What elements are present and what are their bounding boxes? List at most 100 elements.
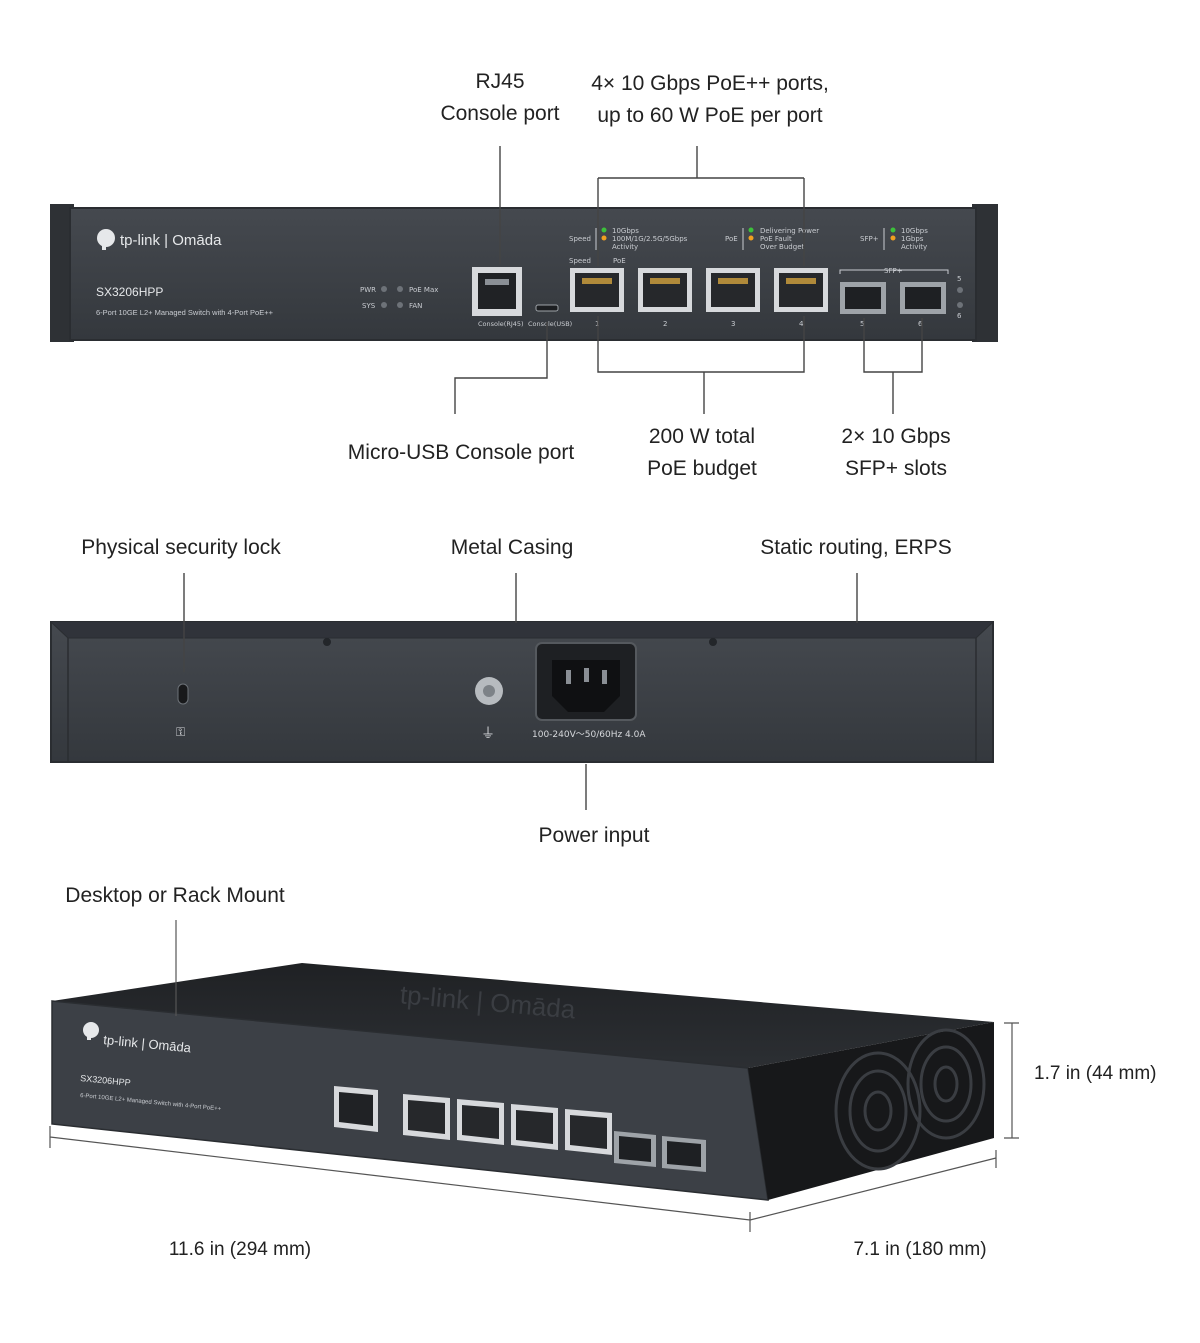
dimension-depth: 7.1 in (180 mm) [853, 1239, 987, 1260]
callout-static-routing: Static routing, ERPS [760, 536, 952, 559]
rear-screw-left [323, 638, 331, 646]
callout-power-input: Power input [538, 824, 650, 847]
poe-led-orange [748, 235, 754, 241]
port-number-1: 1 [595, 320, 599, 328]
sfp-side-number-5: 5 [957, 275, 961, 283]
poe-port-2-3d [457, 1099, 504, 1145]
poe-port-1-3d [403, 1094, 450, 1140]
sfp-led-5 [957, 287, 963, 293]
front-model-3d: SX3206HPP [80, 1073, 131, 1088]
led-pwr [381, 286, 387, 292]
ground-screw-icon [475, 677, 503, 705]
console-usb-label: Console(USB) [528, 320, 572, 328]
rear-callout-lines [183, 573, 858, 810]
dimension-width: 11.6 in (294 mm) [168, 1239, 312, 1260]
front-brand: tp-link | Omāda [120, 232, 222, 249]
port-number-5: 5 [860, 320, 864, 328]
sfp-group-label: SFP+ [884, 267, 903, 275]
callout-poe-budget: 200 W total PoE budget [612, 421, 792, 485]
console-usb-port [535, 304, 559, 312]
dimension-height: 1.7 in (44 mm) [1034, 1063, 1157, 1084]
sfp-slot-6 [900, 282, 946, 314]
led-poe-max [397, 286, 403, 292]
callout-poe-ports-line1: 4× 10 Gbps PoE++ ports, [591, 72, 829, 95]
port-number-2: 2 [663, 320, 667, 328]
switch-top-surface [52, 963, 994, 1068]
callout-sfp-slots: 2× 10 Gbps SFP+ slots [806, 421, 986, 485]
poe-legend-title: PoE [725, 235, 738, 243]
speed-legend-title: Speed [569, 235, 591, 243]
ground-symbol-icon: ⏚ [481, 726, 495, 742]
power-rating: 100-240V～50/60Hz 4.0A [532, 730, 646, 740]
lock-symbol-icon: ⚿ [176, 725, 185, 739]
poe-legend-3: Over Budget [760, 243, 804, 251]
sfp-led-6 [957, 302, 963, 308]
callout-micro-usb: Micro-USB Console port [347, 441, 575, 464]
port-header-poe: PoE [613, 257, 626, 265]
tp-link-logo-icon [97, 229, 115, 250]
sfp-legend-1: 10Gbps [901, 227, 928, 235]
fan-grille-1-icon [834, 1051, 922, 1171]
sfp-legend-title: SFP+ [860, 235, 879, 243]
front-description: 6-Port 10GE L2+ Managed Switch with 4-Po… [96, 308, 274, 317]
led-label-fan: FAN [409, 302, 422, 310]
led-sys [381, 302, 387, 308]
poe-port-4 [774, 268, 828, 312]
poe-port-2 [638, 268, 692, 312]
callout-poe-ports: 4× 10 Gbps PoE++ ports, up to 60 W PoE p… [570, 68, 850, 132]
speed-legend-3: Activity [612, 243, 638, 251]
sfp-slot-5-3d [614, 1131, 656, 1167]
sfp-slot-5 [840, 282, 886, 314]
rear-panel-body [50, 621, 994, 763]
fan-grille-2-icon [906, 1028, 986, 1140]
front-callout-lines [454, 146, 923, 414]
switch-side-face [748, 1022, 994, 1200]
poe-legend-1: Delivering Power [760, 227, 819, 235]
led-label-pwr: PWR [360, 286, 376, 294]
rear-panel-view: ⚿ ⏚ 100-240V～50/60Hz 4.0A [50, 621, 994, 763]
led-label-poe-max: PoE Max [409, 286, 438, 294]
sfp-led-green [890, 227, 896, 233]
led-fan [397, 302, 403, 308]
speed-led-orange [601, 235, 607, 241]
sfp-led-orange [890, 235, 896, 241]
front-panel-view: tp-link | Omāda SX3206HPP 6-Port 10GE L2… [50, 204, 998, 342]
port-number-4: 4 [799, 320, 804, 328]
speed-legend-1: 10Gbps [612, 227, 639, 235]
port-number-3: 3 [731, 320, 735, 328]
callout-poe-budget-line1: 200 W total [648, 425, 756, 448]
sfp-legend-2: 1Gbps [901, 235, 924, 243]
callout-mount: Desktop or Rack Mount [65, 884, 285, 907]
sfp-legend-3: Activity [901, 243, 927, 251]
console-rj45-label: Console(RJ45) [478, 320, 524, 328]
console-rj45-port [472, 267, 522, 316]
dimension-lines [49, 920, 1019, 1232]
poe-led-green [748, 227, 754, 233]
callout-metal-casing: Metal Casing [450, 536, 574, 559]
sfp-side-number-6: 6 [957, 312, 962, 320]
speed-led-green [601, 227, 607, 233]
poe-legend-2: PoE Fault [760, 235, 792, 243]
rear-screw-right [709, 638, 717, 646]
callout-rj45-console-line2: Console port [440, 102, 560, 125]
port-number-6: 6 [918, 320, 923, 328]
front-model: SX3206HPP [96, 285, 163, 299]
power-inlet [535, 642, 637, 721]
callout-poe-budget-line2: PoE budget [647, 457, 757, 480]
poe-port-1 [570, 268, 624, 312]
callout-poe-ports-line2: up to 60 W PoE per port [597, 104, 823, 127]
callout-rj45-console-line1: RJ45 [475, 70, 525, 93]
callout-security-lock: Physical security lock [81, 536, 281, 559]
led-label-sys: SYS [362, 302, 376, 310]
tp-link-logo-3d-icon [83, 1022, 99, 1040]
console-rj45-port-3d [334, 1086, 378, 1132]
poe-port-3 [706, 268, 760, 312]
poe-port-4-3d [565, 1109, 612, 1155]
port-header-speed: Speed [569, 257, 591, 265]
callout-sfp-slots-line2: SFP+ slots [844, 457, 948, 480]
sfp-slot-6-3d [662, 1136, 706, 1172]
callout-rj45-console: RJ45 Console port [420, 66, 580, 130]
perspective-view: tp-link | Omāda tp-link | Omāda SX3206HP… [51, 963, 994, 1201]
poe-port-3-3d [511, 1104, 558, 1150]
